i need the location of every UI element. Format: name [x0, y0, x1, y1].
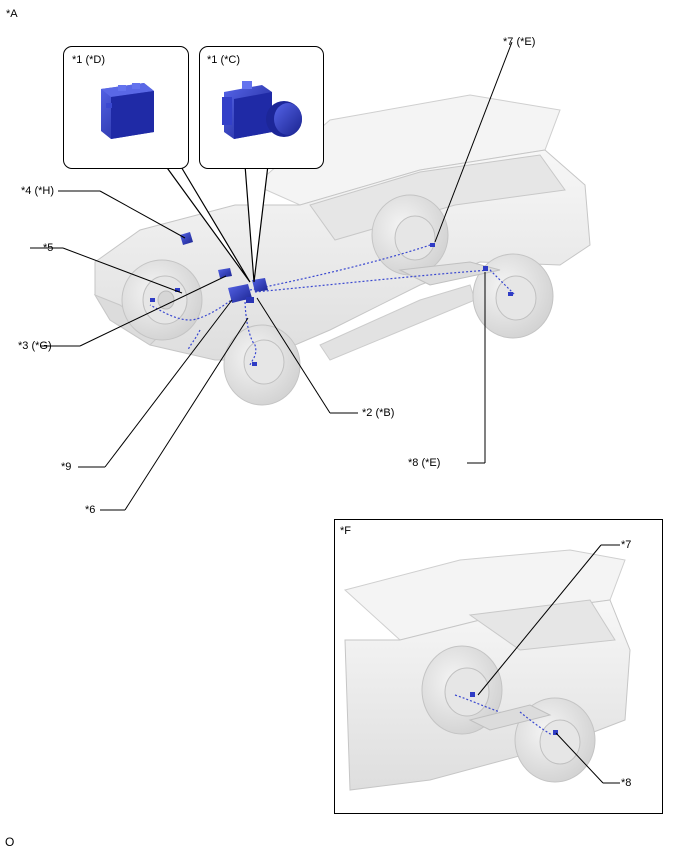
vehicle-windows — [309, 154, 566, 241]
wheel-speed-sensors — [150, 243, 513, 366]
component-4-sensor — [180, 232, 193, 245]
callout-c-pointer — [244, 164, 269, 283]
view-f-label: *F — [340, 525, 351, 537]
rear-axle — [398, 261, 501, 286]
abs-c-label: *1 (*C) — [207, 54, 241, 66]
label-4h: *4 (*H) — [21, 185, 55, 197]
figure-code: O — [5, 835, 15, 849]
abs-detail-bubble-d — [63, 46, 189, 169]
leader-lines-f — [477, 544, 620, 784]
front-left-wheel — [121, 259, 203, 341]
label-f8: *8 — [621, 777, 632, 789]
rear-left-wheel — [371, 194, 449, 276]
view-a-label: *A — [6, 8, 18, 20]
label-7e: *7 (*E) — [503, 36, 536, 48]
abs-actuator-c-icon — [222, 81, 302, 139]
inset-view-f — [334, 519, 663, 814]
callout-d-pointer — [164, 164, 251, 283]
abs-actuator-installed — [228, 278, 268, 303]
label-3g: *3 (*G) — [18, 340, 52, 352]
inset-f-vehicle — [343, 549, 631, 791]
label-2b: *2 (*B) — [362, 407, 395, 419]
label-9: *9 — [61, 461, 72, 473]
vehicle-sill — [319, 284, 476, 361]
leader-lines-a — [30, 41, 513, 511]
front-right-wheel — [223, 324, 301, 406]
label-6: *6 — [85, 504, 96, 516]
brake-lines — [149, 244, 516, 366]
abs-detail-bubble-c — [199, 46, 324, 169]
abs-d-label: *1 (*D) — [72, 54, 106, 66]
component-3-sensor — [218, 268, 232, 278]
label-f7: *7 — [621, 539, 632, 551]
label-8e: *8 (*E) — [408, 457, 441, 469]
main-vehicle — [93, 94, 591, 406]
label-5: *5 — [43, 242, 54, 254]
abs-actuator-d-icon — [101, 83, 154, 139]
